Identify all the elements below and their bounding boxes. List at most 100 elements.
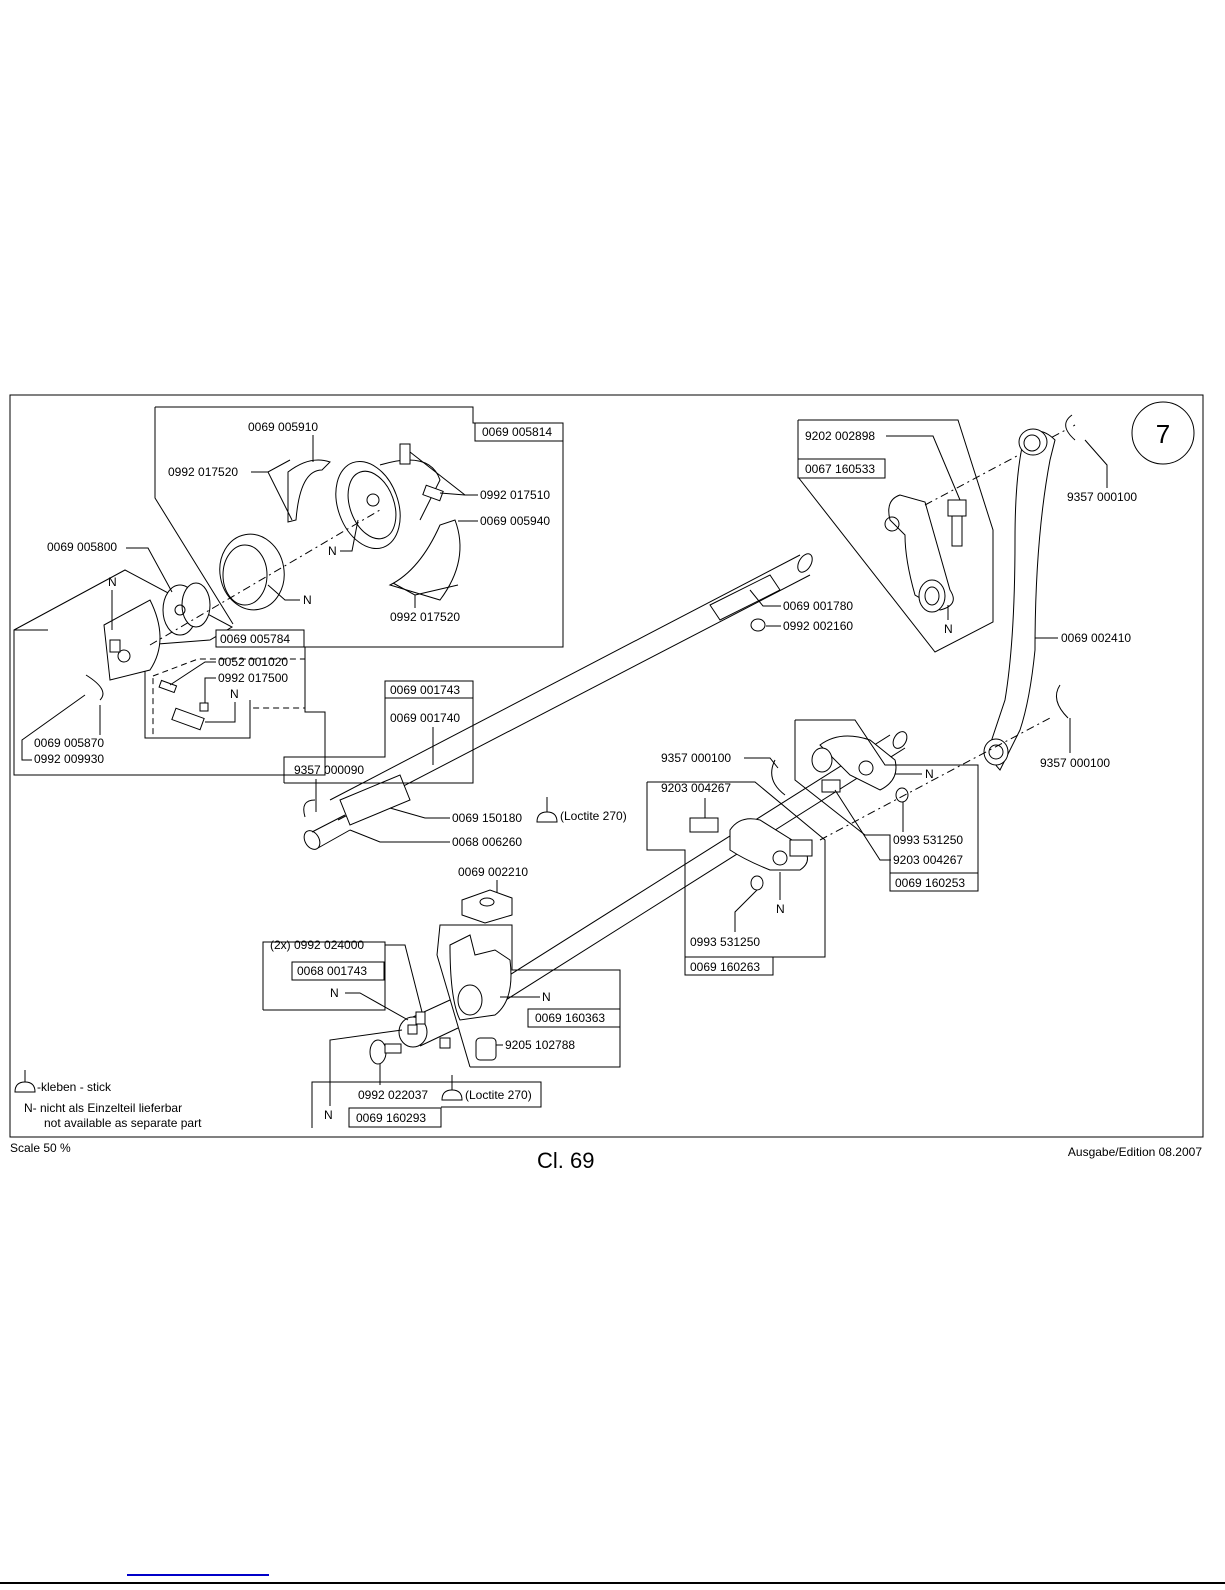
label-0069005870: 0069 005870 — [34, 736, 104, 750]
axis-line — [819, 717, 1051, 841]
fork-part — [449, 934, 512, 1021]
axis-line — [924, 424, 1076, 506]
crank-link-part — [811, 735, 897, 793]
screw-part — [399, 443, 444, 502]
n-marker: N — [230, 687, 239, 701]
n-marker: N — [925, 767, 934, 781]
label-0068006260: 0068 006260 — [452, 835, 522, 849]
label-9202002898: 9202 002898 — [805, 429, 875, 443]
retaining-ring-part — [1065, 414, 1076, 441]
set-screw-part — [750, 875, 764, 891]
assembly-box-0068001743 — [291, 961, 385, 981]
retaining-ring-part — [303, 799, 316, 818]
glue-icon — [14, 1070, 36, 1093]
label-0069160253: 0069 160253 — [895, 876, 965, 890]
assembly-box-0069160263 — [684, 956, 774, 976]
slide-block-part — [461, 889, 513, 924]
label-0992022037: 0992 022037 — [358, 1088, 428, 1102]
label-9203004267-left: 9203 004267 — [661, 781, 731, 795]
bushing-screw-part — [475, 1037, 497, 1061]
label-0069160263: 0069 160263 — [690, 960, 760, 974]
footer-link[interactable] — [127, 1574, 269, 1576]
retaining-ring-part — [1055, 684, 1069, 719]
clamp-crank-part — [729, 818, 813, 871]
label-0069005784: 0069 005784 — [220, 632, 290, 646]
n-marker: N — [776, 902, 785, 916]
label-0069005800: 0069 005800 — [47, 540, 117, 554]
hook-shaft-part — [303, 553, 813, 850]
loctite-note: (Loctite 270) — [465, 1088, 532, 1102]
assembly-box-0069160293 — [348, 1107, 442, 1128]
axis-line — [149, 509, 381, 646]
label-0992024000: (2x) 0992 024000 — [270, 938, 364, 952]
legend-n-de: N- nicht als Einzelteil lieferbar — [24, 1101, 182, 1115]
retaining-ring-part — [771, 759, 786, 796]
label-0069005814: 0069 005814 — [482, 425, 552, 439]
label-0069001780: 0069 001780 — [783, 599, 853, 613]
assembly-box-0067160533 — [797, 458, 886, 479]
scale-note: Scale 50 % — [10, 1141, 71, 1155]
thumb-screw-part — [369, 1039, 402, 1065]
guard-plate-part — [388, 519, 461, 601]
connecting-rod-part — [983, 428, 1056, 771]
bobbin-case-part — [103, 599, 161, 681]
n-marker: N — [542, 990, 551, 1004]
assembly-box-0069160253 — [889, 872, 979, 892]
legend-n-en: not available as separate part — [44, 1116, 202, 1130]
n-marker: N — [944, 622, 953, 636]
latch-part — [171, 702, 209, 731]
cap-screw-part — [947, 499, 967, 547]
label-0069005940: 0069 005940 — [480, 514, 550, 528]
tension-spring-part — [158, 679, 178, 694]
thumb-screw-group-outline — [311, 1081, 542, 1128]
label-9205102788: 9205 102788 — [505, 1038, 575, 1052]
bobbin-part — [162, 582, 211, 636]
glue-icon — [536, 797, 558, 823]
n-marker: N — [330, 986, 339, 1000]
label-0069160363: 0069 160363 — [535, 1011, 605, 1025]
shaft-group-outline — [283, 680, 474, 784]
label-9357000090: 9357 000090 — [294, 763, 364, 777]
label-0992017520-top: 0992 017520 — [168, 465, 238, 479]
fork-group-outline — [436, 924, 621, 1068]
label-0992017520-bottom: 0992 017520 — [390, 610, 460, 624]
crank-group-outline — [797, 419, 994, 653]
glue-icon — [441, 1075, 463, 1101]
legend-glue: -kleben - stick — [37, 1080, 112, 1094]
label-0069150180: 0069 150180 — [452, 811, 522, 825]
n-marker: N — [303, 593, 312, 607]
legend: -kleben - stick N- nicht als Einzelteil … — [14, 1070, 202, 1130]
bobbin-case-outline — [13, 569, 251, 739]
bottom-rule — [0, 1582, 1225, 1584]
set-screw-part — [895, 787, 909, 803]
crank-part — [884, 494, 954, 613]
hook-body-part — [335, 459, 441, 550]
section-number-badge: 7 — [1131, 401, 1195, 465]
label-0069002210: 0069 002210 — [458, 865, 528, 879]
label-0069001743: 0069 001743 — [390, 683, 460, 697]
label-0052001020: 0052 001020 — [218, 655, 288, 669]
screw-part — [689, 817, 719, 833]
label-9203004267-right: 9203 004267 — [893, 853, 963, 867]
bobbin-case-base-part — [219, 533, 285, 611]
label-0993531250-right: 0993 531250 — [893, 833, 963, 847]
drawing-frame — [9, 394, 1204, 1138]
label-0992009930: 0992 009930 — [34, 752, 104, 766]
label-0068001743: 0068 001743 — [297, 964, 367, 978]
spring-part — [85, 674, 104, 701]
n-marker: N — [324, 1108, 333, 1122]
label-9357000100-top: 9357 000100 — [1067, 490, 1137, 504]
label-0067160533: 0067 160533 — [805, 462, 875, 476]
label-0069005910: 0069 005910 — [248, 420, 318, 434]
label-9357000100-mid: 9357 000100 — [661, 751, 731, 765]
label-0992002160: 0992 002160 — [783, 619, 853, 633]
edition-note: Ausgabe/Edition 08.2007 — [1068, 1145, 1202, 1159]
set-screw-part — [750, 618, 766, 632]
hook-group-outline — [13, 406, 564, 776]
label-9357000100-right: 9357 000100 — [1040, 756, 1110, 770]
label-0069002410: 0069 002410 — [1061, 631, 1131, 645]
class-label: Cl. 69 — [537, 1148, 594, 1173]
label-0069001740: 0069 001740 — [390, 711, 460, 725]
